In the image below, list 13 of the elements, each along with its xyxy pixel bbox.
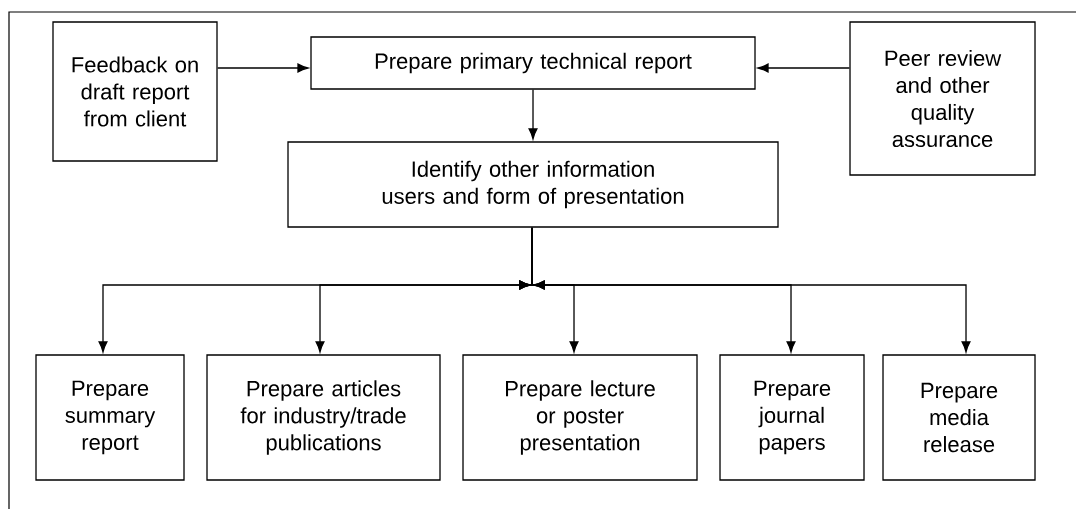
arrow xyxy=(757,63,850,73)
arrow xyxy=(217,63,309,73)
process-box: Prepare primary technical report xyxy=(310,36,756,90)
process-box: Prepare media release xyxy=(882,354,1036,481)
process-box: Feedback on draft report from client xyxy=(52,21,218,162)
process-box: Prepare journal papers xyxy=(719,354,865,481)
process-box: Identify other information users and form of presentation xyxy=(287,141,779,228)
process-box: Prepare summary report xyxy=(35,354,185,481)
arrow xyxy=(519,227,971,353)
arrow xyxy=(528,89,538,140)
process-box: Prepare lecture or poster presentation xyxy=(462,354,698,481)
process-box: Peer review and other quality assurance xyxy=(849,21,1036,176)
process-box: Prepare articles for industry/trade publications xyxy=(206,354,441,481)
